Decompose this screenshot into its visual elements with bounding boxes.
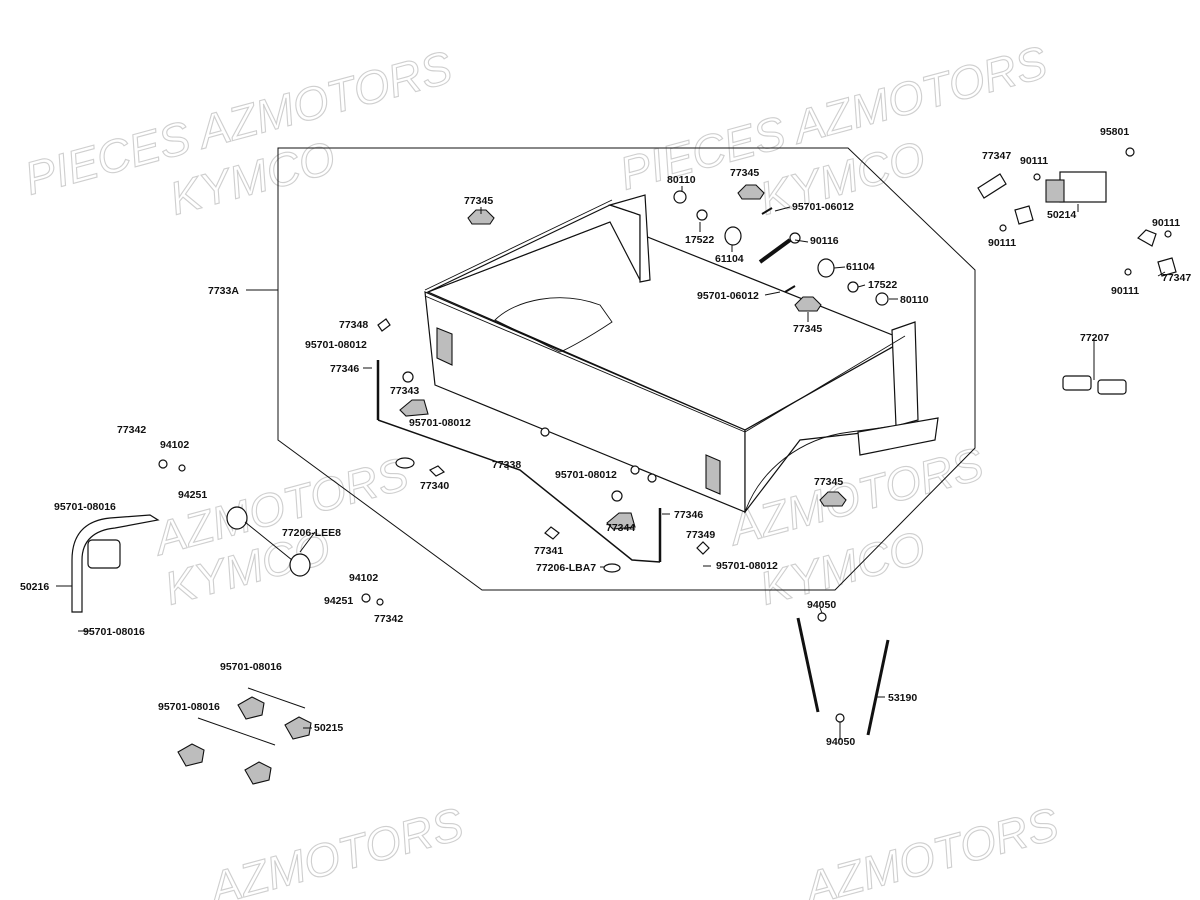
label-77346: 77346 bbox=[674, 509, 703, 521]
label-95701-08012: 95701-08012 bbox=[716, 560, 778, 572]
label-77345: 77345 bbox=[730, 167, 759, 179]
label-94050: 94050 bbox=[807, 599, 836, 611]
label-95701-08016: 95701-08016 bbox=[158, 701, 220, 713]
label-95701-08016: 95701-08016 bbox=[83, 626, 145, 638]
label-77348: 77348 bbox=[339, 319, 368, 331]
label-77343: 77343 bbox=[390, 385, 419, 397]
label-77342: 77342 bbox=[117, 424, 146, 436]
label-77206-lee8: 77206-LEE8 bbox=[282, 527, 341, 539]
label-90111: 90111 bbox=[988, 237, 1016, 249]
label-95701-08012: 95701-08012 bbox=[409, 417, 471, 429]
label-77345: 77345 bbox=[814, 476, 843, 488]
label-77345: 77345 bbox=[793, 323, 822, 335]
label-80110: 80110 bbox=[900, 294, 929, 306]
label-77346: 77346 bbox=[330, 363, 359, 375]
label-95701-06012: 95701-06012 bbox=[697, 290, 759, 302]
hardware-parts bbox=[376, 184, 889, 573]
label-94102: 94102 bbox=[160, 439, 189, 451]
watermark-text: AZMOTORS bbox=[201, 797, 469, 900]
label-94050: 94050 bbox=[826, 736, 855, 748]
assembly-outline bbox=[277, 147, 976, 591]
label-80110: 80110 bbox=[667, 174, 696, 186]
part-labels: 7733A 77345 80110 77345 95701-06012 1752… bbox=[20, 126, 1191, 748]
label-90111: 90111 bbox=[1152, 217, 1180, 229]
label-95701-08016: 95701-08016 bbox=[220, 661, 282, 673]
right-parts bbox=[796, 147, 1177, 736]
label-61104: 61104 bbox=[846, 261, 875, 273]
label-95701-08016: 95701-08016 bbox=[54, 501, 116, 513]
label-17522: 17522 bbox=[868, 279, 897, 291]
label-77344: 77344 bbox=[606, 522, 635, 534]
label-77206-lba7: 77206-LBA7 bbox=[536, 562, 596, 574]
label-95701-08012: 95701-08012 bbox=[305, 339, 367, 351]
label-95701-06012: 95701-06012 bbox=[792, 201, 854, 213]
label-77207: 77207 bbox=[1080, 332, 1109, 344]
label-77340: 77340 bbox=[420, 480, 449, 492]
label-90111: 90111 bbox=[1020, 155, 1048, 167]
left-parts bbox=[71, 459, 384, 785]
label-94102: 94102 bbox=[349, 572, 378, 584]
label-77342: 77342 bbox=[374, 613, 403, 625]
label-95801: 95801 bbox=[1100, 126, 1129, 138]
label-90116: 90116 bbox=[810, 235, 839, 247]
label-94251: 94251 bbox=[178, 489, 207, 501]
watermark-layer: PIECES AZMOTORS KYMCO PIECES AZMOTORS KY… bbox=[19, 35, 1065, 900]
label-90111: 90111 bbox=[1111, 285, 1139, 297]
label-77347: 77347 bbox=[1162, 272, 1191, 284]
label-50216: 50216 bbox=[20, 581, 49, 593]
label-assembly: 7733A bbox=[208, 285, 239, 297]
label-94251: 94251 bbox=[324, 595, 353, 607]
label-77338: 77338 bbox=[492, 459, 521, 471]
cargo-box bbox=[424, 194, 939, 514]
watermark-text: AZMOTORS bbox=[796, 797, 1064, 900]
label-77349: 77349 bbox=[686, 529, 715, 541]
label-50214: 50214 bbox=[1047, 209, 1076, 221]
label-50215: 50215 bbox=[314, 722, 343, 734]
label-61104: 61104 bbox=[715, 253, 744, 265]
label-95701-08012: 95701-08012 bbox=[555, 469, 617, 481]
label-17522: 17522 bbox=[685, 234, 714, 246]
label-53190: 53190 bbox=[888, 692, 917, 704]
label-77347: 77347 bbox=[982, 150, 1011, 162]
label-77345: 77345 bbox=[464, 195, 493, 207]
label-77341: 77341 bbox=[534, 545, 563, 557]
leader-lines bbox=[56, 186, 1166, 740]
